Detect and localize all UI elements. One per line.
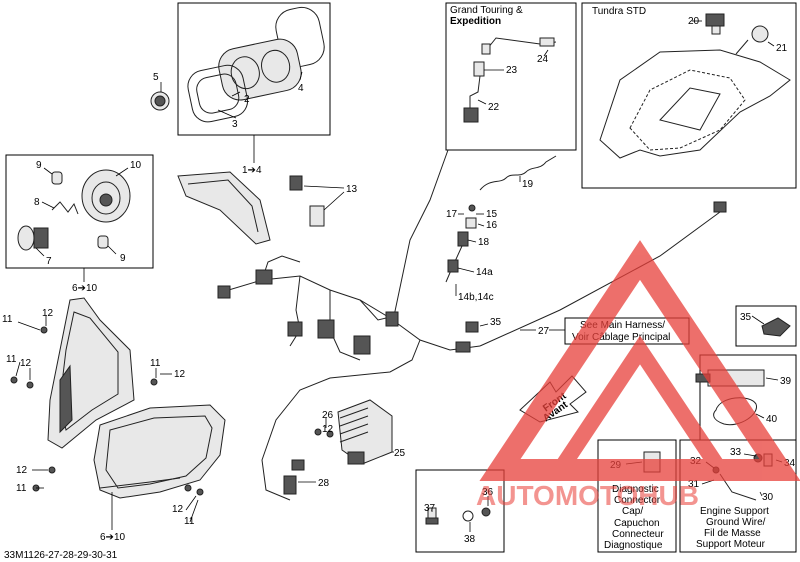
callout-33: 33 xyxy=(730,447,742,458)
watermark-logo: AUTOMOTOHUB xyxy=(476,240,800,511)
bulb-housing-10 xyxy=(81,169,131,223)
ground-line-2: Ground Wire/ xyxy=(706,517,766,528)
bulb-9-top xyxy=(51,171,63,185)
callout-12-a: 12 xyxy=(42,308,54,319)
document-code: 33M1126-27-28-29-30-31 xyxy=(4,550,118,561)
callout-25: 25 xyxy=(394,448,406,459)
diag-line-3: Cap/ xyxy=(622,506,643,517)
callout-21: 21 xyxy=(776,43,788,54)
callout-20: 20 xyxy=(688,16,700,27)
fasteners xyxy=(10,326,204,496)
expedition-title: Expedition xyxy=(450,16,501,27)
callout-10: 10 xyxy=(130,160,142,171)
diag-line-4: Capuchon xyxy=(614,518,660,529)
callout-30: 30 xyxy=(762,492,774,503)
center-headlamp xyxy=(93,404,226,499)
callout-40: 40 xyxy=(766,414,778,425)
spring-clip-8 xyxy=(51,201,79,215)
callout-5: 5 xyxy=(153,72,159,83)
callout-34: 34 xyxy=(784,458,796,469)
connector-22 xyxy=(463,107,479,123)
tundra-box: Tundra STD 20 21 xyxy=(581,2,797,189)
callout-6-10-bottom: 6➔10 xyxy=(100,532,126,543)
callout-19: 19 xyxy=(522,179,534,190)
callout-39: 39 xyxy=(780,376,792,387)
callout-36: 36 xyxy=(482,487,494,498)
callout-35-a: 35 xyxy=(490,317,502,328)
connectors-28 xyxy=(283,459,305,495)
clip-35 xyxy=(465,321,479,333)
callout-16: 16 xyxy=(486,220,498,231)
callout-24: 24 xyxy=(537,54,549,65)
callout-8: 8 xyxy=(34,197,40,208)
fastener-box: 37 38 36 xyxy=(415,469,505,553)
front-cowl xyxy=(599,49,791,159)
callout-6-10-top: 6➔10 xyxy=(72,283,98,294)
callout-14a: 14a xyxy=(476,267,493,278)
callout-4: 4 xyxy=(298,83,304,94)
callout-9-top: 9 xyxy=(36,160,42,171)
coiled-cable-19 xyxy=(479,155,557,191)
callout-11-b: 11 xyxy=(6,354,17,365)
diag-line-6: Diagnostique xyxy=(604,540,663,551)
callout-2: 2 xyxy=(244,94,250,105)
callout-35-b: 35 xyxy=(740,312,752,323)
small-gauge xyxy=(150,91,170,111)
wiring-harness xyxy=(217,149,727,501)
switch-20 xyxy=(705,13,725,27)
callout-1-4: 1➔4 xyxy=(242,165,262,176)
gauge-cluster xyxy=(218,38,302,101)
callout-9-bottom: 9 xyxy=(120,253,126,264)
callout-38: 38 xyxy=(464,534,476,545)
callout-37: 37 xyxy=(424,503,436,514)
tundra-title: Tundra STD xyxy=(592,6,646,17)
callout-11-e: 11 xyxy=(184,516,195,527)
callout-12-d: 12 xyxy=(16,465,28,476)
callout-7: 7 xyxy=(46,256,52,267)
watermark-text: AUTOMOTOHUB xyxy=(476,480,699,511)
callout-3: 3 xyxy=(232,119,238,130)
clip-box: 35 xyxy=(735,305,797,347)
grand-touring-box: Grand Touring & Expedition 23 22 24 xyxy=(445,2,577,151)
plug-23 xyxy=(473,61,485,77)
callout-12-reg: 12 xyxy=(322,424,334,435)
callout-31: 31 xyxy=(688,479,700,490)
callout-12-c: 12 xyxy=(174,369,186,380)
callout-11-a: 11 xyxy=(2,314,13,325)
voltage-regulator-25 xyxy=(337,399,393,465)
ground-line-1: Engine Support xyxy=(700,506,769,517)
gauge-housing xyxy=(177,171,271,245)
callout-28: 28 xyxy=(318,478,330,489)
voir-cablage: Voir Câblage Principal xyxy=(572,332,670,343)
ground-line-3: Fil de Masse xyxy=(704,528,761,539)
callout-11-d: 11 xyxy=(16,483,27,494)
callout-11-c: 11 xyxy=(150,358,161,369)
callout-18: 18 xyxy=(478,237,490,248)
headlamp-bulb-7 xyxy=(17,225,49,251)
callout-12-e: 12 xyxy=(172,504,184,515)
callout-15: 15 xyxy=(486,209,498,220)
connector-chain-14-18 xyxy=(445,204,477,283)
bulb-sockets-13 xyxy=(289,175,325,227)
diag-line-2: Connector xyxy=(614,495,661,506)
callout-22: 22 xyxy=(488,102,500,113)
gauge-box: 5 2 3 4 xyxy=(150,2,331,136)
callout-12-b: 12 xyxy=(20,358,32,369)
left-headlamp xyxy=(47,297,135,449)
callout-14bc: 14b,14c xyxy=(458,292,494,303)
callout-13: 13 xyxy=(346,184,358,195)
see-main-harness: See Main Harness/ xyxy=(580,320,665,331)
diag-line-1: Diagnostic xyxy=(612,484,659,495)
bulb-9-bottom xyxy=(97,235,109,249)
diag-line-5: Connecteur xyxy=(612,529,664,540)
key-switch-21 xyxy=(751,25,769,43)
callout-23: 23 xyxy=(506,65,518,76)
callout-27: 27 xyxy=(538,326,550,337)
headlamp-bulb-box: 9 10 8 7 9 xyxy=(5,154,154,269)
callout-17: 17 xyxy=(446,209,458,220)
callout-26: 26 xyxy=(322,410,334,421)
grand-touring-title: Grand Touring & xyxy=(450,5,523,16)
ground-line-4: Support Moteur xyxy=(696,539,766,550)
